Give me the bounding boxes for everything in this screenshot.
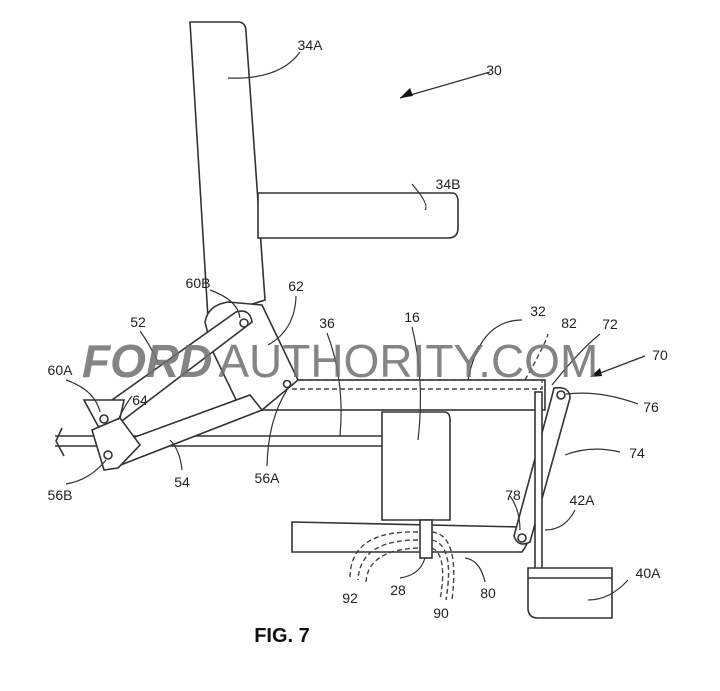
- watermark-brand: FORD: [82, 335, 212, 387]
- box-16: [381, 411, 451, 521]
- watermark-rest: AUTHORITY.COM: [218, 335, 598, 387]
- foot-40a: [527, 567, 613, 619]
- label-70: 70: [652, 347, 668, 363]
- wires-90: [431, 531, 455, 601]
- pivot-60a: [99, 414, 109, 424]
- label-74: 74: [629, 445, 645, 461]
- label-80: 80: [480, 585, 496, 601]
- label-78: 78: [505, 487, 521, 503]
- label-34a: 34A: [298, 37, 324, 53]
- label-32: 32: [530, 303, 546, 319]
- label-60a: 60A: [48, 362, 74, 378]
- label-82: 82: [561, 315, 577, 331]
- label-56a: 56A: [255, 470, 281, 486]
- seat-cushion: [257, 192, 459, 239]
- label-40a: 40A: [636, 565, 662, 581]
- dashed-82: [524, 333, 549, 381]
- pivot-76: [556, 390, 566, 400]
- pivot-78: [517, 533, 527, 543]
- pivot-60b: [239, 318, 249, 328]
- arrow-70: [594, 355, 646, 376]
- label-56b: 56B: [48, 487, 73, 503]
- label-60b: 60B: [186, 275, 211, 291]
- label-92: 92: [342, 590, 358, 606]
- label-72: 72: [602, 316, 618, 332]
- label-36: 36: [319, 315, 335, 331]
- label-64: 64: [132, 392, 148, 408]
- pivot-56a: [282, 379, 292, 389]
- label-62: 62: [288, 278, 304, 294]
- arrow-30: [399, 71, 491, 99]
- rod-42a: [534, 391, 543, 576]
- label-34b: 34B: [436, 176, 461, 192]
- pivot-56b: [103, 450, 113, 460]
- seat-pan: [257, 379, 546, 411]
- seatback: [189, 21, 266, 320]
- label-16: 16: [404, 309, 420, 325]
- figure-caption: FIG. 7: [254, 625, 310, 647]
- label-42a: 42A: [570, 492, 596, 508]
- upper-link: [93, 310, 253, 432]
- connector-28: [419, 519, 433, 559]
- label-30: 30: [486, 62, 502, 78]
- wires-92: [349, 531, 419, 583]
- label-76: 76: [643, 399, 659, 415]
- label-90: 90: [433, 605, 449, 621]
- label-54: 54: [174, 474, 190, 490]
- bar-80: [291, 521, 529, 553]
- label-52: 52: [130, 314, 146, 330]
- label-28: 28: [390, 582, 406, 598]
